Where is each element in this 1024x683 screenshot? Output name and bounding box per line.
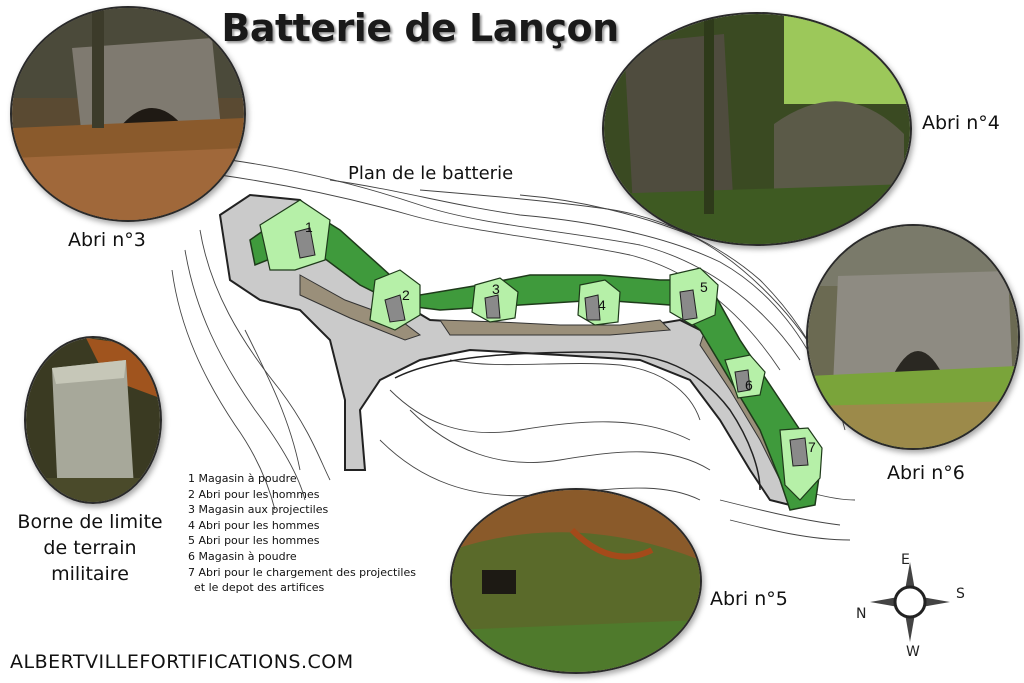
caption-borne: Borne de limite de terrain militaire xyxy=(17,511,163,585)
compass-e: E xyxy=(901,552,910,568)
legend-item: 1 Magasin à poudre xyxy=(188,472,297,485)
caption-abri-6: Abri n°6 xyxy=(887,462,965,484)
legend-item: 6 Magasin à poudre xyxy=(188,549,297,563)
photo-abri-5 xyxy=(450,488,702,674)
page-title: Batterie de Lançon xyxy=(221,6,619,50)
legend-item: 7 Abri pour le chargement des projectile… xyxy=(188,565,416,579)
legend-item: 2 Abri pour les hommes xyxy=(188,487,320,501)
plan-subtitle: Plan de le batterie xyxy=(348,163,514,184)
compass-n: N xyxy=(856,606,866,622)
caption-abri-3: Abri n°3 xyxy=(68,229,146,251)
plan-number-5: 5 xyxy=(700,279,708,295)
plan-number-1: 1 xyxy=(305,219,313,235)
photo-abri-4 xyxy=(602,12,912,246)
legend-item: 4 Abri pour les hommes xyxy=(188,518,320,532)
plan-number-3: 3 xyxy=(492,281,500,297)
legend-item: et le depot des artifices xyxy=(194,581,325,595)
plan-legend: 1 Magasin à poudre 2 Abri pour les homme… xyxy=(188,471,416,596)
plan-number-4: 4 xyxy=(598,297,606,313)
photo-abri-3 xyxy=(10,6,246,222)
website-credit: ALBERTVILLEFORTIFICATIONS.COM xyxy=(10,651,354,673)
battery-plan: 1 2 3 4 5 6 7 xyxy=(171,159,856,541)
plan-number-6: 6 xyxy=(745,377,753,393)
caption-abri-4: Abri n°4 xyxy=(922,112,1000,134)
plan-number-2: 2 xyxy=(402,287,410,303)
photo-borne xyxy=(24,336,162,504)
legend-item: 3 Magasin aux projectiles xyxy=(188,503,329,517)
compass-rose-icon: N E S W xyxy=(856,552,965,660)
caption-abri-5: Abri n°5 xyxy=(710,588,788,610)
plan-number-7: 7 xyxy=(808,439,816,455)
compass-w: W xyxy=(906,644,920,660)
compass-s: S xyxy=(956,586,965,602)
legend-item: 5 Abri pour les hommes xyxy=(188,534,320,548)
contour-lines xyxy=(171,159,856,541)
photo-abri-6 xyxy=(806,224,1020,450)
